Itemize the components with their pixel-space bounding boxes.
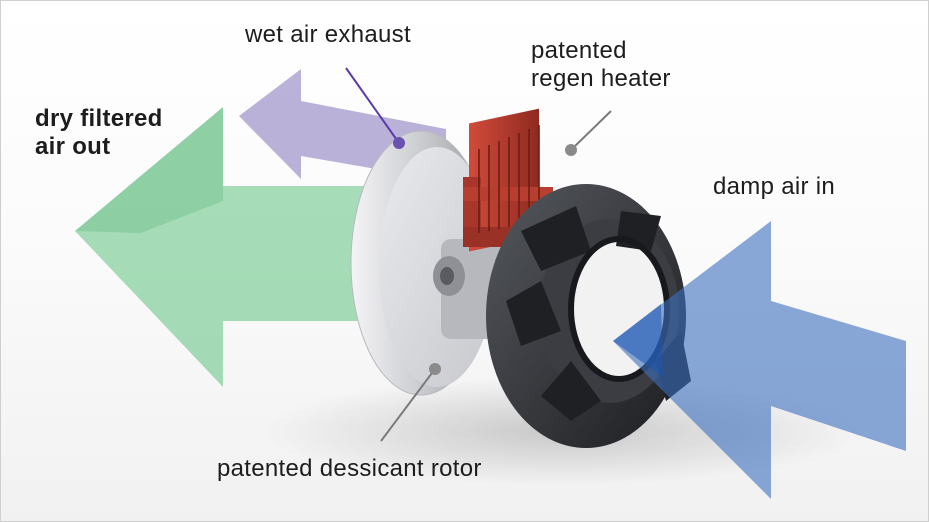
heater-leader-line	[572, 110, 612, 149]
wet-air-leader-dot	[393, 137, 405, 149]
rotor-leader-line	[380, 368, 436, 442]
dry-air-out-arrow-shade	[75, 107, 223, 233]
wet-air-exhaust-label: wet air exhaust	[245, 21, 411, 48]
damp-air-in-arrow-overlap	[613, 304, 663, 377]
damp-air-in-label: damp air in	[713, 173, 836, 200]
rotor-hub-bore	[440, 267, 454, 285]
regen-heater-label: patented regen heater	[531, 37, 671, 92]
damp-air-in-arrow	[613, 221, 906, 499]
dry-air-out-arrow	[75, 107, 371, 387]
rotor-leader-dot	[429, 363, 441, 375]
heater-leader-dot	[565, 144, 577, 156]
wet-air-leader-line	[345, 67, 400, 144]
dry-air-out-label: dry filtered air out	[35, 105, 163, 160]
dessicant-rotor-label: patented dessicant rotor	[217, 455, 482, 482]
